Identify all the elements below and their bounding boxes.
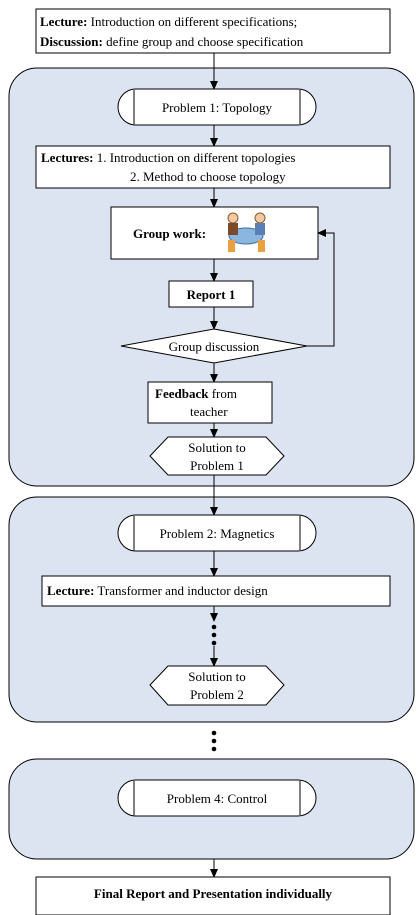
intro-discussion-text: define group and choose specification <box>103 34 304 49</box>
group-discussion-decision: Group discussion <box>120 328 308 364</box>
group-work-box: Group work: <box>110 206 319 260</box>
problem2-panel <box>8 496 415 723</box>
problem2-lecture-text: Transformer and inductor design <box>94 583 268 598</box>
report1-label: Report 1 <box>187 287 236 302</box>
svg-text:Lecture: Transformer and induc: Lecture: Transformer and inductor design <box>47 583 268 598</box>
continuation-dots-1 <box>211 624 217 646</box>
problem2-title-box: Problem 2: Magnetics <box>117 514 317 552</box>
final-report-label: Final Report and Presentation individual… <box>94 886 333 901</box>
arrow-discussion-loop-back <box>307 229 335 347</box>
problem1-lectures-label: Lectures: <box>41 150 93 165</box>
svg-text:Lectures: 1. Introduction on d: Lectures: 1. Introduction on different t… <box>41 150 295 165</box>
feedback-label: Feedback <box>155 386 209 401</box>
problem1-lectures-box: Lectures: 1. Introduction on different t… <box>35 145 391 189</box>
problem1-title-box: Problem 1: Topology <box>117 88 317 126</box>
group-meeting-icon <box>227 212 266 252</box>
problem1-lectures-line1: 1. Introduction on different topologies <box>93 150 295 165</box>
svg-text:Discussion: define group and c: Discussion: define group and choose spec… <box>40 34 304 49</box>
problem2-lecture-label: Lecture: <box>47 583 94 598</box>
group-discussion-label: Group discussion <box>169 339 260 354</box>
intro-discussion-label: Discussion: <box>40 34 103 49</box>
feedback-line2: teacher <box>190 404 228 419</box>
solution2-line2: Problem 2 <box>190 687 244 702</box>
solution2-hexagon: Solution to Problem 2 <box>149 665 285 706</box>
feedback-text: from <box>208 386 237 401</box>
solution1-line1: Solution to <box>188 440 245 455</box>
intro-lecture-box: Lecture: Introduction on different speci… <box>35 8 391 54</box>
intro-lecture-text: Introduction on different specifications… <box>87 14 297 29</box>
intro-lecture-label: Lecture: <box>40 14 87 29</box>
feedback-box: Feedback from teacher <box>147 381 273 424</box>
continuation-dots-2 <box>211 730 217 752</box>
group-work-label: Group work: <box>133 226 206 241</box>
report1-box: Report 1 <box>168 280 254 308</box>
problem2-title: Problem 2: Magnetics <box>160 526 275 541</box>
problem4-title: Problem 4: Control <box>167 791 268 806</box>
final-report-box: Final Report and Presentation individual… <box>35 876 391 915</box>
problem4-title-box: Problem 4: Control <box>117 779 317 817</box>
problem1-title: Problem 1: Topology <box>162 100 273 115</box>
solution1-line2: Problem 1 <box>190 458 244 473</box>
svg-text:Lecture: Introduction on diffe: Lecture: Introduction on different speci… <box>40 14 297 29</box>
svg-text:Feedback from: Feedback from <box>155 386 237 401</box>
solution1-hexagon: Solution to Problem 1 <box>149 436 285 476</box>
problem1-lectures-line2: 2. Method to choose topology <box>130 169 286 184</box>
solution2-line1: Solution to <box>188 669 245 684</box>
problem2-lecture-box: Lecture: Transformer and inductor design <box>41 575 391 607</box>
